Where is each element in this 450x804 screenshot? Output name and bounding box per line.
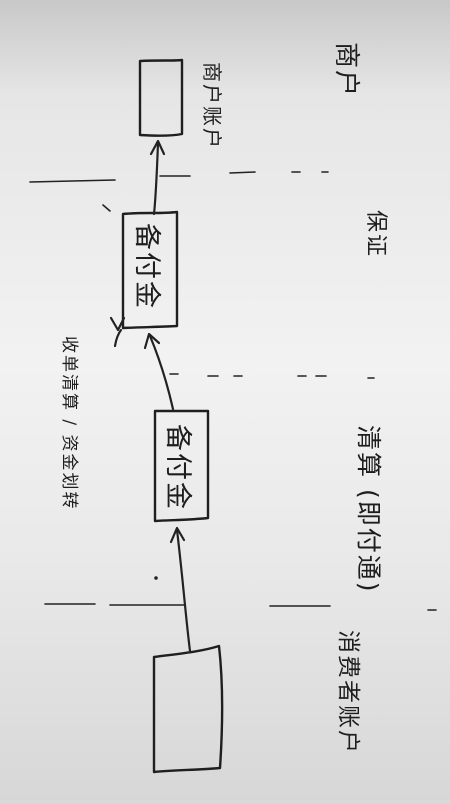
arrow-head [109, 316, 126, 332]
column-label-settlement: 清算 (即付通) [354, 425, 383, 593]
arrow-head [169, 526, 186, 544]
arrow-head [143, 332, 161, 350]
flow-note: 收单清算 / 资金划转 [59, 336, 79, 511]
arrow-line [148, 334, 175, 411]
column-label-deposit: 保证 [363, 210, 388, 258]
column-label-merchant: 商户 [331, 42, 361, 98]
arrow-line [152, 141, 160, 216]
arrow-head [149, 139, 166, 156]
lower-box-label: 备付金 [162, 424, 193, 511]
source-account-box [152, 644, 224, 774]
upper-box-label: 备付金 [131, 223, 162, 310]
flow-arrows [102, 139, 192, 653]
column-label-cardholder: 消费者账户 [335, 630, 361, 755]
upper-reserve-box [121, 210, 179, 330]
arrow-line [113, 328, 123, 348]
merchant-account-box [138, 58, 184, 137]
lower-reserve-box [153, 409, 210, 523]
swimlane-lines [29, 171, 437, 611]
divider-line [29, 179, 116, 183]
dot-mark [154, 576, 158, 580]
column-label-merchant-account: 商户账户 [200, 62, 224, 150]
arrow-line [175, 528, 192, 653]
divider-line [229, 171, 256, 174]
tick-mark [102, 204, 111, 212]
